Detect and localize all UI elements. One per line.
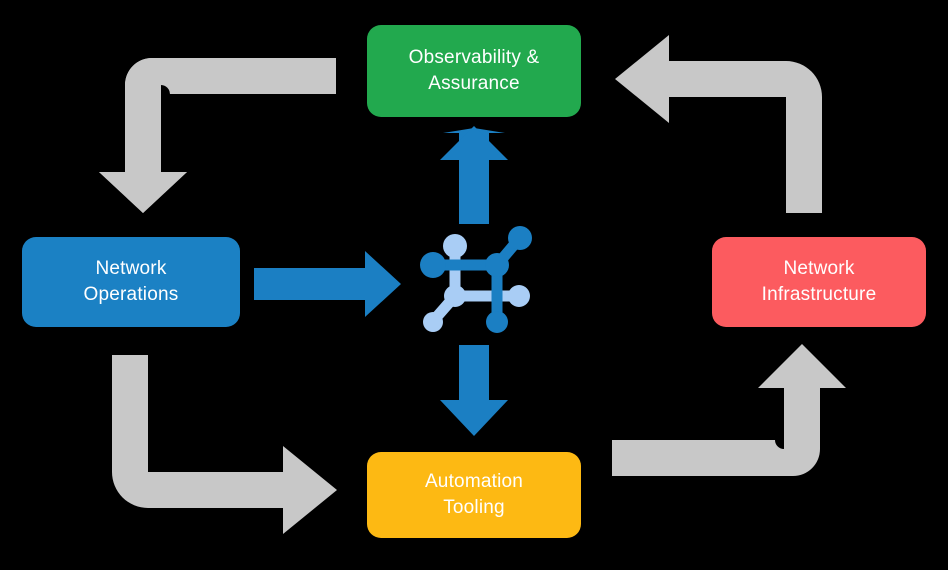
network-icon-nodes [420, 226, 532, 333]
arrow-observability-to-operations [99, 58, 336, 213]
arrow-center-to-observability [443, 128, 505, 224]
node-box-observability[interactable]: Observability & Assurance [367, 25, 581, 117]
arrow-center-to-automation [440, 345, 508, 436]
node-box-network-operations[interactable]: Network Operations [22, 237, 240, 327]
arrow-automation-to-infrastructure [612, 344, 846, 476]
arrow-operations-to-center [254, 251, 401, 317]
arrow-infrastructure-to-observability [615, 35, 822, 213]
node-box-automation-tooling[interactable]: Automation Tooling [367, 452, 581, 538]
network-icon-dark-links [427, 233, 525, 328]
network-icon-light-links [427, 240, 525, 326]
arrow-operations-to-automation [112, 355, 337, 534]
node-box-network-infrastructure[interactable]: Network Infrastructure [712, 237, 926, 327]
